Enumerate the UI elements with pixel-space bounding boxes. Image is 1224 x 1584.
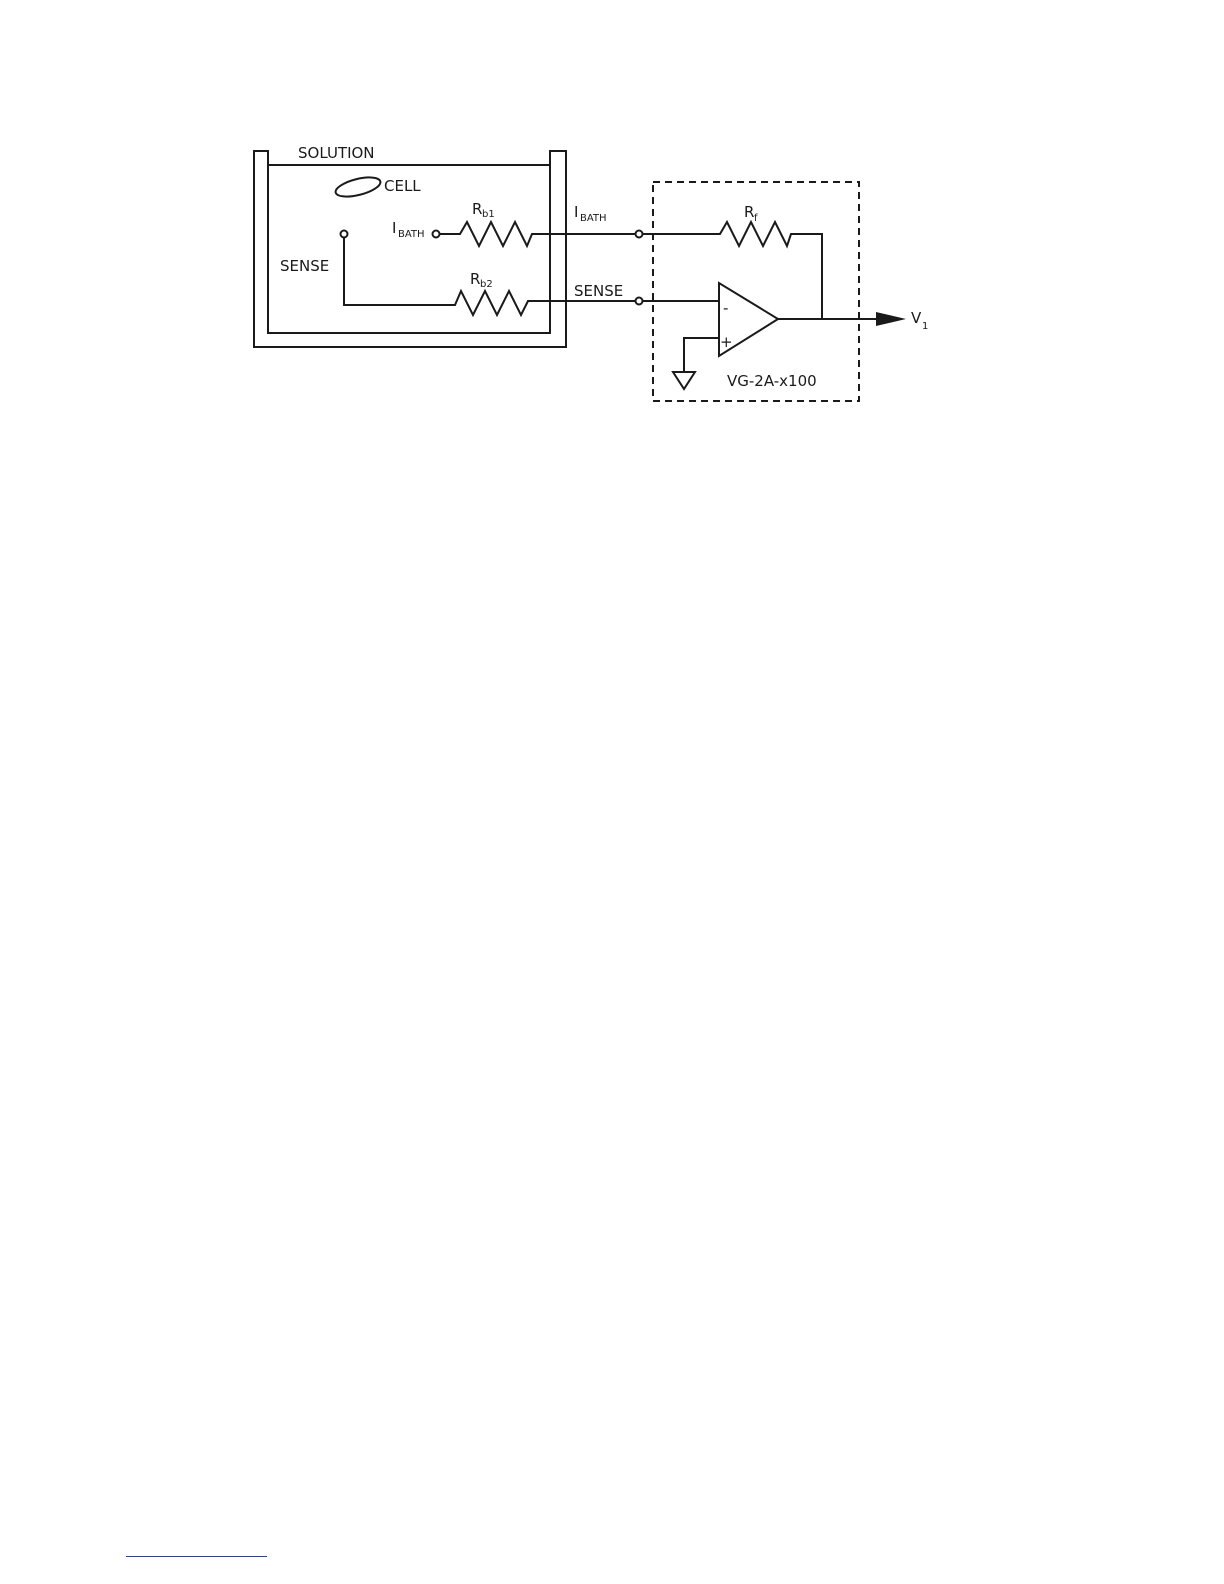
ground-icon [673,372,695,389]
rb2-subscript: b2 [480,279,493,290]
output-subscript: 1 [922,321,928,332]
opamp-minus-label: - [723,299,728,317]
ibath-right-label: I [574,203,578,221]
sense-electrode-terminal [341,231,348,238]
rb1-subscript: b1 [482,209,495,220]
ground-wire [684,338,719,372]
opamp-plus-label: + [720,333,733,351]
cell-shape [334,174,383,201]
ibath-right-subscript: BATH [580,213,607,224]
cell-label: CELL [384,177,421,195]
sense-input-terminal [636,298,643,305]
output-arrow-icon [876,312,906,326]
sense-right-label: SENSE [574,282,623,300]
solution-label: SOLUTION [298,144,375,162]
ibath-left-subscript: BATH [398,229,425,240]
rf-label: R [744,203,754,221]
footnote-rule [126,1556,267,1557]
ibath-left-label: I [392,219,396,237]
rb2-resistor [344,238,636,315]
ibath-electrode-terminal [433,231,440,238]
sense-left-label: SENSE [280,257,329,275]
output-label: V [911,309,922,327]
amplifier-model-label: VG-2A-x100 [727,372,817,390]
rb1-label: R [472,200,482,218]
rb2-label: R [470,270,480,288]
rb1-resistor [440,222,636,246]
ibath-input-terminal [636,231,643,238]
rf-subscript: f [754,213,758,224]
